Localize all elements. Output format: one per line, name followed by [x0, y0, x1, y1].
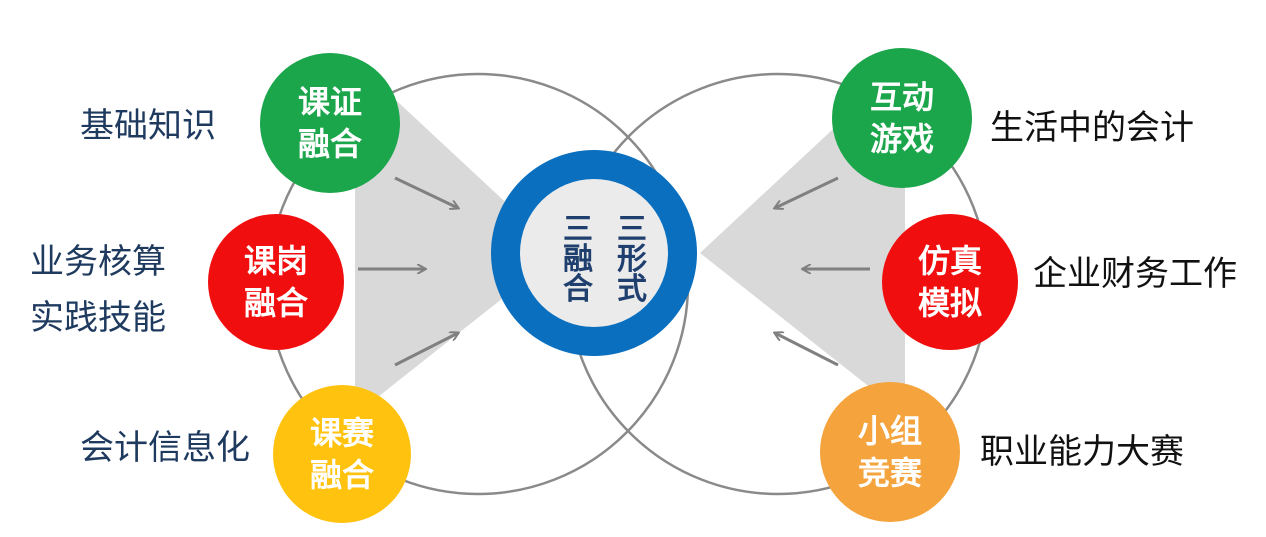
node-top-right-line2: 游戏 — [869, 120, 934, 158]
node-mid-left-line2: 融合 — [243, 284, 308, 322]
node-mid-right-line1: 仿真 — [917, 242, 982, 280]
label-right-top: 生活中的会计 — [990, 108, 1194, 148]
label-left-mid-line2: 实践技能 — [30, 298, 166, 338]
node-bottom-right: 小组 竞赛 — [820, 382, 960, 522]
node-bottom-right-line2: 竞赛 — [857, 454, 922, 492]
node-top-right-line1: 互动 — [869, 78, 934, 116]
node-bottom-left: 课赛 融合 — [273, 385, 411, 523]
node-top-right: 互动 游戏 — [832, 48, 972, 188]
node-bottom-left-line2: 融合 — [309, 456, 374, 494]
center-text-left: 三融合 — [563, 212, 593, 307]
arrow-left-bottom — [394, 333, 458, 367]
label-left-top: 基础知识 — [80, 106, 216, 146]
left-wedge — [355, 62, 560, 415]
node-mid-left-line1: 课岗 — [243, 242, 308, 280]
node-bottom-right-line1: 小组 — [857, 412, 922, 450]
label-left-bottom: 会计信息化 — [80, 428, 250, 468]
node-top-left-line2: 融合 — [297, 125, 362, 163]
node-mid-right-line2: 模拟 — [917, 284, 982, 322]
label-left-mid-line1: 业务核算 — [30, 242, 166, 282]
node-top-left: 课证 融合 — [260, 53, 400, 193]
arrow-right-bottom — [775, 333, 839, 367]
center-text-right: 三形式 — [617, 212, 647, 307]
node-mid-right: 仿真 模拟 — [882, 214, 1018, 350]
label-right-mid: 企业财务工作 — [1033, 254, 1237, 294]
node-bottom-left-line1: 课赛 — [309, 414, 374, 452]
label-right-bottom: 职业能力大赛 — [980, 432, 1184, 472]
node-mid-left: 课岗 融合 — [208, 214, 344, 350]
arrow-left-top — [394, 176, 458, 208]
center-core — [520, 179, 668, 327]
arrow-right-top — [775, 176, 839, 208]
node-top-left-line1: 课证 — [297, 83, 362, 121]
